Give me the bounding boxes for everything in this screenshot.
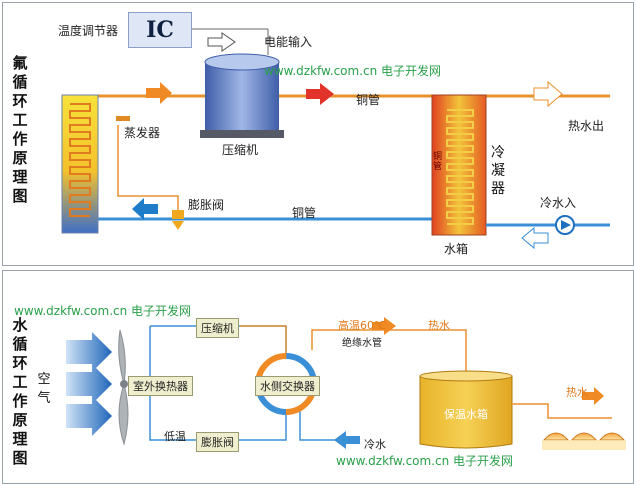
storage-tank-label: 保温水箱 [444,408,488,421]
thermostat-label: 温度调节器 [58,24,119,38]
fluorine-cycle-title: 氟循环工作原理图 [12,54,28,205]
cold-water-in-arrow [521,226,549,250]
expansion-valve-tag: 膨胀阀 [196,432,239,452]
flow-arrow-orange-top [146,82,172,104]
insulated-pipe-label: 绝缘水管 [342,338,382,349]
hot-water-out-label: 热水出 [568,119,605,133]
pump-icon [555,215,575,235]
compressor-tag: 压缩机 [196,318,239,338]
compressor [200,53,284,138]
power-input-label: 电能输入 [264,35,313,49]
copper-pipe-label-bottom: 铜管 [292,206,317,220]
cold-water-label: 冷水 [364,438,386,451]
hot-water-out-arrow [533,80,563,108]
outdoor-exchanger-tag: 室外换热器 [128,376,193,396]
fan-icon [118,329,129,446]
cold-water-in-label: 冷水入 [540,196,577,210]
low-temp-label: 低温 [164,430,186,443]
flow-arrow-red-top [306,83,334,105]
evaporator-label: 蒸发器 [124,126,161,140]
watermark-bottom-bottom: www.dzkfw.com.cn 电子开发网 [336,454,514,468]
flow-arrow-blue-return [132,198,158,220]
air-arrow-1 [66,332,112,372]
shower-heads [542,432,626,450]
ic-box: IC [128,12,192,48]
air-label: 空气 [37,372,51,406]
high-temp-arrow [372,317,396,335]
hot-water-out-arrow-bottom [582,387,604,405]
condenser-label: 冷凝器 [491,145,505,197]
copper-pipe-label-top: 铜管 [356,93,381,107]
compressor-label: 压缩机 [222,143,259,157]
evaporator-block [61,94,99,234]
refrigerant-loop-orange [240,325,287,358]
air-arrow-3 [66,396,112,436]
expansion-valve [172,210,184,230]
evaporator-coil [69,103,91,217]
cold-water-arrow [334,431,360,449]
inner-copper-label: 铜管 [433,152,443,172]
high-temp-label: 高温60℃ [338,319,387,332]
water-exchanger-tag: 水侧交换器 [255,376,320,396]
hot-water-label: 热水 [428,319,450,332]
condenser-coil [446,109,474,225]
water-tank-label: 水箱 [444,242,469,256]
hot-water-label-2: 热水 [566,386,588,399]
hot-water-out-line [512,403,612,419]
air-arrow-2 [66,364,112,404]
power-input-arrow [207,32,236,52]
expansion-valve-label: 膨胀阀 [188,198,225,212]
watermark-bottom-top: www.dzkfw.com.cn 电子开发网 [14,304,192,318]
water-cycle-title: 水循环工作原理图 [12,316,28,467]
evaporator-sensor [116,116,130,121]
storage-tank [419,370,513,449]
watermark-top: www.dzkfw.com.cn 电子开发网 [264,64,442,78]
refrigerant-thin-loop [117,125,179,210]
thermostat-connector [190,28,269,55]
fluorine-cycle-panel [2,2,634,266]
